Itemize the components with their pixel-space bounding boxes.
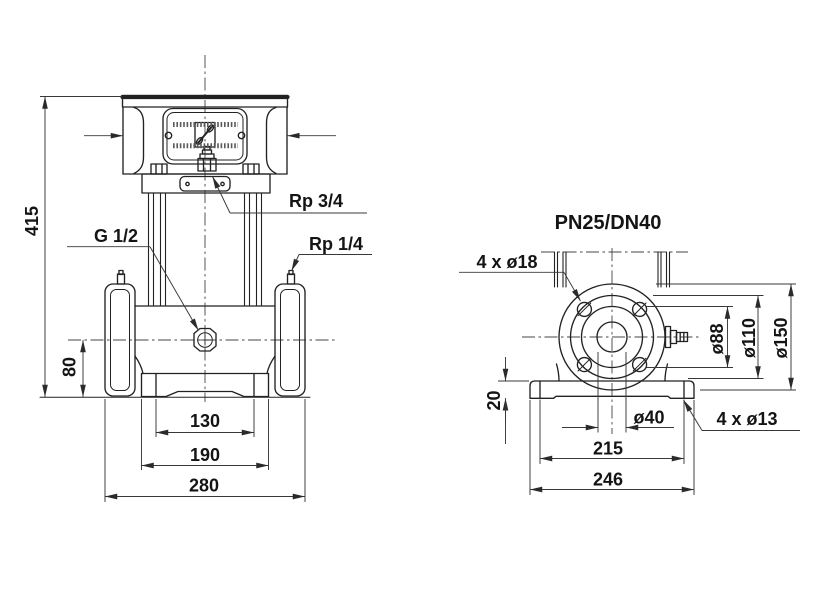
dim-raised-face-label: ø88 — [707, 323, 727, 354]
base-holes-label: 4 x ø13 — [716, 409, 777, 429]
dim-base-thickness-label: 20 — [484, 390, 504, 410]
dim-total-height-label: 415 — [22, 206, 42, 236]
front-dimensions — [40, 96, 372, 502]
vent-port-label: Rp 3/4 — [289, 191, 343, 211]
dim-bolt-circle-label: ø110 — [739, 318, 759, 358]
dim-base-hole-spacing-label: 215 — [593, 438, 623, 458]
side-dimensions — [459, 271, 800, 495]
dim-bore-label: ø40 — [633, 407, 664, 427]
dim-base-width-label: 246 — [593, 469, 623, 489]
gauge-port-label: G 1/2 — [94, 226, 138, 246]
dim-stand-width-label: 130 — [190, 411, 220, 431]
dim-port-height-label: 80 — [59, 357, 79, 377]
dim-base-width-label: 190 — [190, 445, 220, 465]
flange-spec-title: PN25/DN40 — [555, 212, 662, 234]
dim-flange-od-label: ø150 — [771, 317, 791, 358]
plug-port-label: Rp 1/4 — [309, 234, 363, 254]
side-view: PN25/DN40 4 x ø18 4 x ø13 20 ø40 ø88 ø11… — [459, 212, 800, 495]
flange-holes-label: 4 x ø18 — [476, 252, 537, 272]
side-centerlines — [522, 248, 700, 434]
front-view: 415 80 130 190 280 G 1/2 Rp 3/4 Rp 1/4 — [22, 55, 372, 502]
front-coupling-guards — [173, 122, 238, 149]
dim-overall-width-label: 280 — [189, 475, 219, 495]
side-pump-outline — [529, 251, 695, 399]
